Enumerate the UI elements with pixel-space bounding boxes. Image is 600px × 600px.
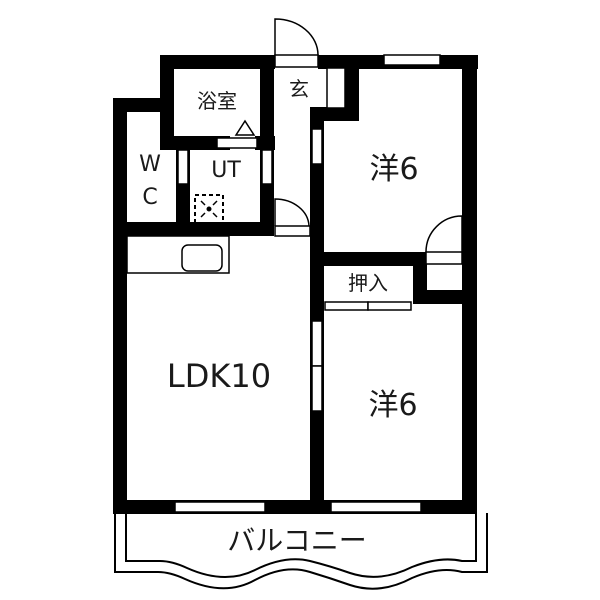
washer-pan-icon [194, 194, 224, 224]
room-label-ldk: LDK10 [166, 357, 272, 395]
balcony-label: バルコニー [227, 524, 367, 557]
room-label-wc-c: C [142, 185, 158, 210]
room-label-closet: 押入 [348, 271, 388, 295]
windows [174, 54, 441, 513]
room-label-western-room-2: 洋6 [368, 388, 418, 423]
room-label-wc-w: W [139, 152, 161, 177]
kitchen-counter [126, 235, 230, 274]
doors [177, 18, 463, 412]
walls [113, 55, 478, 514]
room-label-entrance: 玄 [289, 77, 309, 101]
room-label-utility: UT [211, 158, 241, 183]
room-label-bath: 浴室 [197, 89, 237, 113]
balcony-outline [114, 513, 488, 590]
bath-triangle-icon [234, 119, 256, 136]
room-label-western-room-1: 洋6 [369, 152, 419, 187]
